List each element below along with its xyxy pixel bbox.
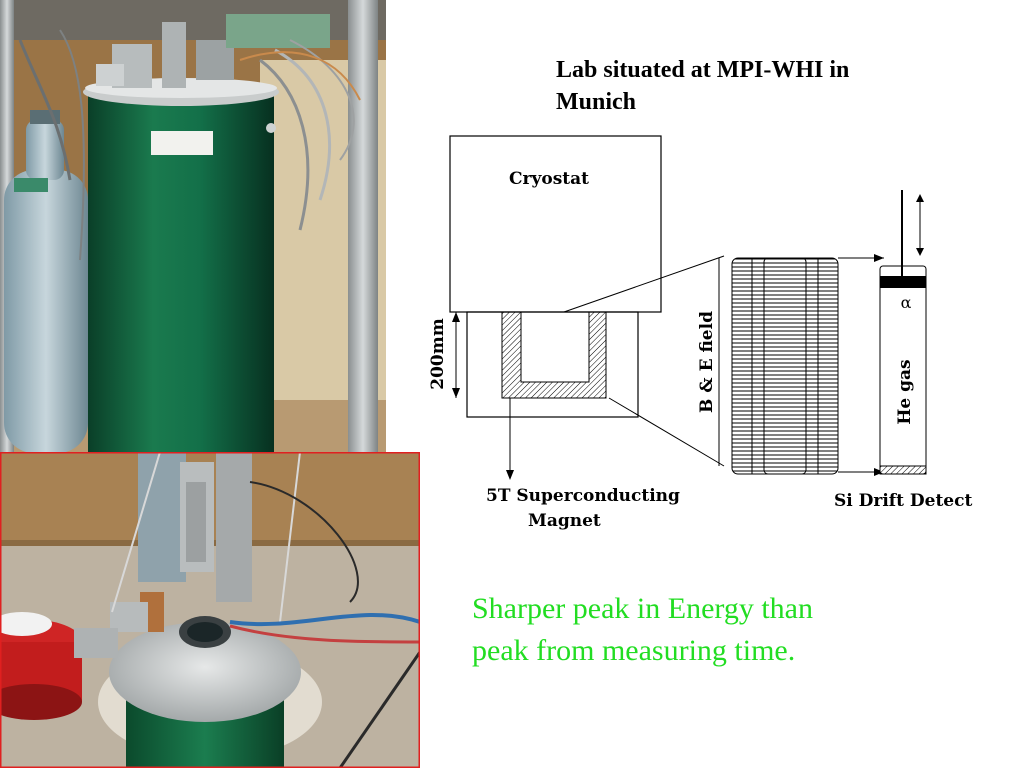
cryostat-box [449,135,662,313]
cryostat-photo [0,0,386,453]
energy-peak-note: Sharper peak in Energy than peak from me… [472,588,932,672]
movement-arrow-icon [916,194,924,256]
note-line2: peak from measuring time. [472,634,796,667]
gas-label: He gas [895,359,915,424]
zoom-line-top [563,255,725,313]
magnet-label-line1: 5T Superconducting [486,486,680,506]
lab-title-line2: Munich [556,89,637,115]
lab-location-title: Lab situated at MPI-WHI in Munich [556,54,936,118]
magnet-label-line2: Magnet [528,511,601,531]
dimension-label: 200mm [428,318,448,389]
superconducting-magnet [501,311,607,399]
zoom-line-bottom [608,397,725,467]
gas-cell [879,190,927,475]
lab-title-line1: Lab situated at MPI-WHI in [556,57,850,83]
field-label: B & E field [697,311,717,413]
alpha-symbol: α [901,293,912,312]
cryostat-label: Cryostat [509,169,589,189]
magnet-housing [466,311,639,418]
note-line1: Sharper peak in Energy than [472,592,814,625]
cryostat-schematic: Cryostat 200mm 5T Superconducting Magnet… [428,135,972,531]
magnet-coil-detail [731,257,839,475]
detector-label: Si Drift Detect [834,491,972,511]
cryostat-insert-photo [0,452,420,768]
